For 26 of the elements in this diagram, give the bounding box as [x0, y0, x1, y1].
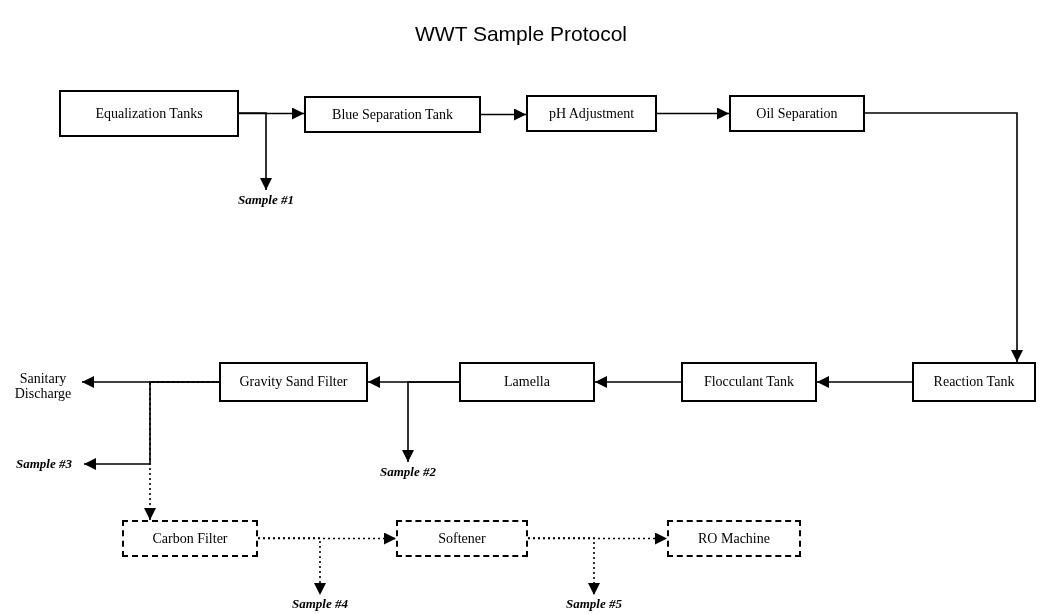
arrow	[594, 376, 682, 388]
optional-process-box: RO Machine	[667, 520, 801, 557]
arrow	[83, 381, 220, 470]
arrow	[480, 108, 527, 121]
arrow	[238, 112, 272, 191]
process-box: Oil Separation	[729, 95, 865, 132]
optional-process-box: Softener	[396, 520, 528, 557]
arrow	[864, 112, 1023, 363]
process-box: Lamella	[459, 362, 595, 402]
optional-process-box: Carbon Filter	[122, 520, 258, 557]
sample-point-label: Sample #4	[272, 595, 368, 613]
sample-point-label: Sample #2	[360, 462, 456, 482]
outlet-label: Sanitary Discharge	[4, 368, 82, 404]
sample-point-label: Sample #1	[216, 190, 316, 210]
process-box: pH Adjustment	[526, 95, 657, 132]
process-box: Gravity Sand Filter	[219, 362, 368, 402]
process-box: Blue Separation Tank	[304, 96, 481, 133]
diagram-title: WWT Sample Protocol	[414, 22, 628, 46]
process-box: Flocculant Tank	[681, 362, 817, 402]
process-box: Equalization Tanks	[59, 90, 239, 137]
sample-point-label: Sample #3	[4, 454, 84, 474]
process-box: Reaction Tank	[912, 362, 1036, 402]
sample-point-label: Sample #5	[546, 595, 642, 613]
arrow	[402, 381, 460, 463]
arrow	[656, 107, 730, 120]
arrow	[816, 376, 913, 388]
